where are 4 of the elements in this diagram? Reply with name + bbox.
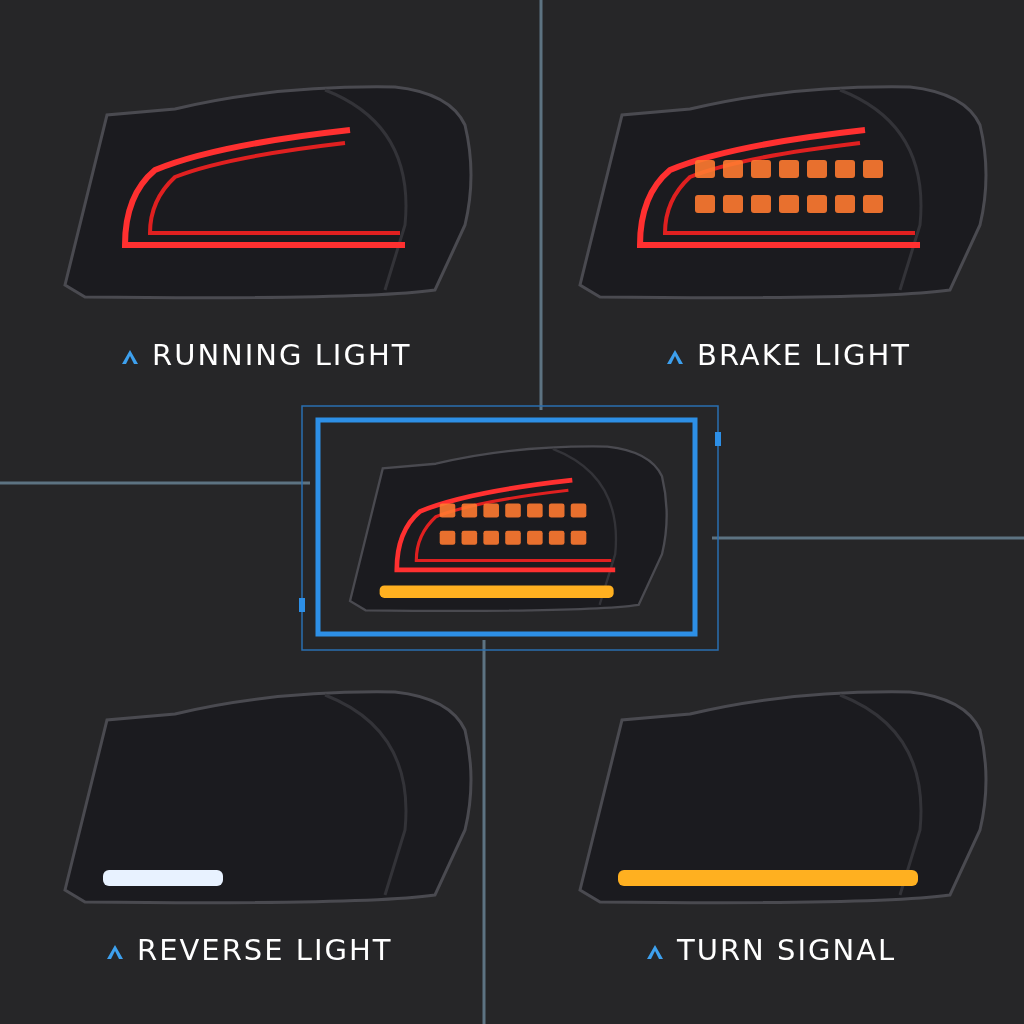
function-label: REVERSE LIGHT: [137, 933, 393, 967]
function-label: RUNNING LIGHT: [152, 338, 412, 372]
function-label: TURN SIGNAL: [677, 933, 897, 967]
function-label: BRAKE LIGHT: [697, 338, 911, 372]
